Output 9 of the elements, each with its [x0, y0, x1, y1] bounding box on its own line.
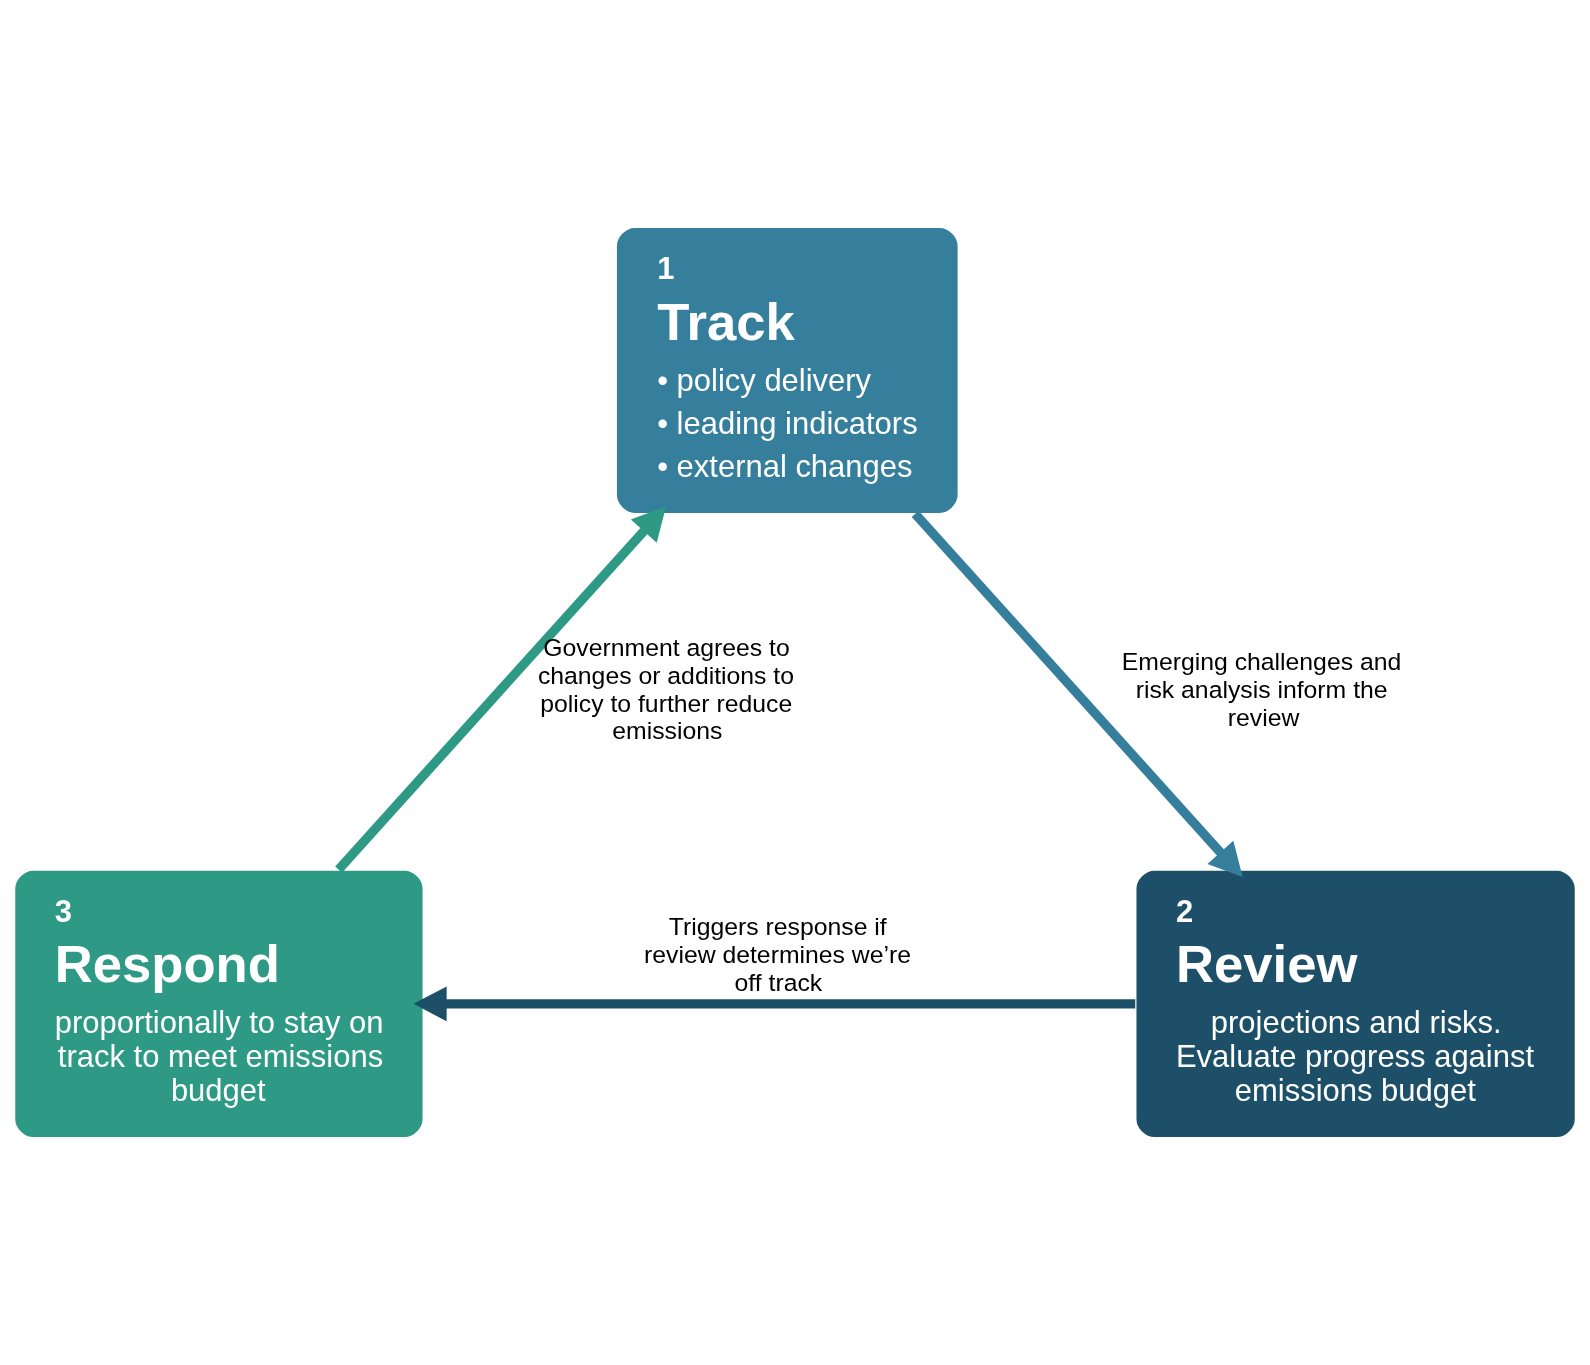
edge-label: Government agrees to changes or additions to policy to further reduce emissions	[537, 633, 795, 745]
arrow	[413, 986, 1136, 1022]
arrow	[335, 506, 667, 873]
node-box: 3 Respond proportionally to stay on track to meet emissions budget	[13, 869, 425, 1139]
node-box: 2 Review projections and risks. Evaluate progress against emissions budget	[1134, 869, 1577, 1139]
edge-label: Emerging challenges and risk analysis inform the review	[1121, 647, 1402, 731]
node-box: 1 Track • policy delivery • leading indicators • external changes	[615, 226, 960, 515]
arrow	[911, 510, 1243, 877]
edge-label: Triggers response if review determines we’re off track	[644, 913, 912, 997]
